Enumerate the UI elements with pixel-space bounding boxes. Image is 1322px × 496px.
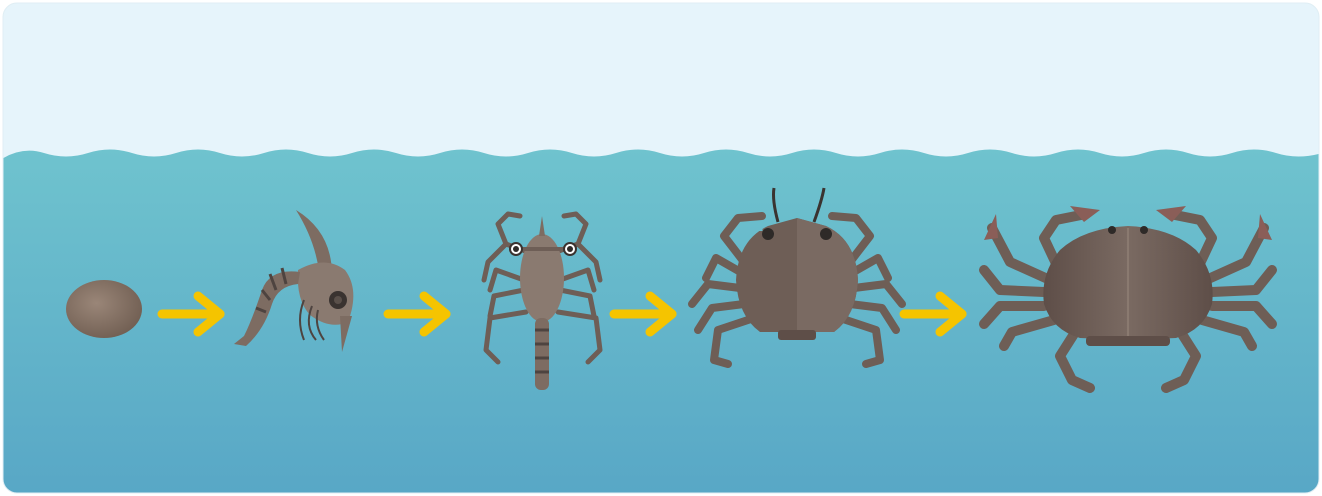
- crab-egg-icon: [66, 280, 142, 338]
